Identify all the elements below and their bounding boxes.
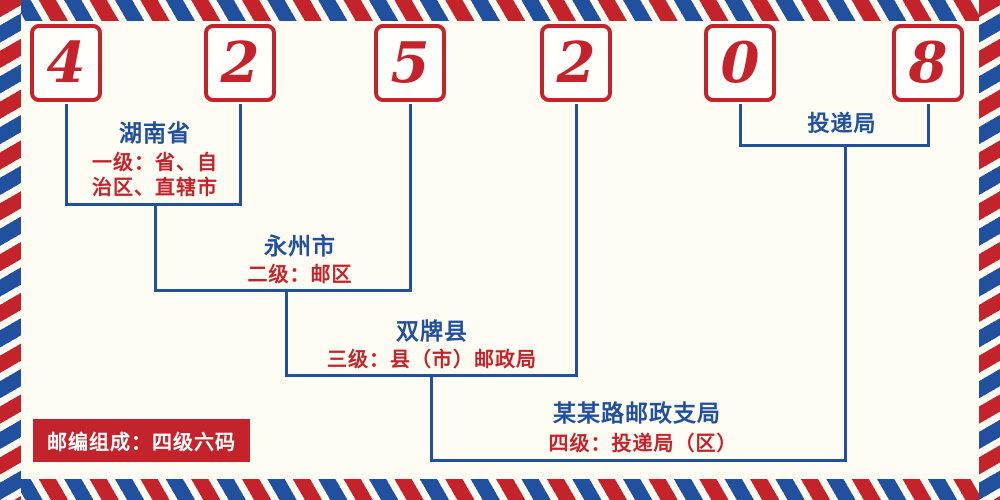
- level1-name: 湖南省: [119, 121, 191, 147]
- connector-level3-digit-vline: [575, 104, 578, 377]
- airmail-border-bottom: [0, 479, 1000, 500]
- airmail-border-top: [0, 0, 1000, 21]
- connector-level4-right-vline: [844, 144, 847, 462]
- airmail-border-right: [979, 0, 1000, 500]
- digit-box-6: 8: [892, 24, 964, 102]
- connector-level2-hang-vline: [154, 203, 157, 292]
- connector-level3-hang-vline: [285, 289, 288, 377]
- connector-delivery-hline: [739, 144, 930, 147]
- level1-desc-line2: 治区、直辖市: [92, 175, 218, 199]
- digit-box-3: 5: [374, 24, 446, 102]
- level2-desc: 二级：邮区: [247, 262, 353, 286]
- level1-desc-line1: 一级：省、自: [92, 150, 218, 174]
- connector-level1-left-vline: [65, 104, 68, 206]
- digit-box-2: 2: [204, 24, 276, 102]
- level3-desc: 三级：县（市）邮政局: [327, 347, 537, 371]
- level3-name: 双牌县: [396, 319, 468, 345]
- airmail-border-left: [0, 0, 21, 500]
- composition-badge: 邮编组成：四级六码: [33, 419, 250, 462]
- level4-desc: 四级：投递局（区）: [548, 431, 738, 455]
- digit-box-4: 2: [540, 24, 612, 102]
- connector-level2-hline: [154, 289, 412, 292]
- connector-level4-hang-vline: [430, 374, 433, 462]
- connector-delivery-left-vline: [739, 104, 742, 147]
- connector-delivery-right-vline: [927, 104, 930, 147]
- delivery-bureau-label: 投递局: [807, 112, 877, 137]
- connector-level1-hline: [65, 203, 242, 206]
- connector-level2-digit-vline: [409, 104, 412, 292]
- connector-level1-right-vline: [239, 104, 242, 206]
- digit-box-5: 0: [704, 24, 776, 102]
- level2-name: 永州市: [264, 234, 336, 260]
- connector-level4-hline: [430, 459, 847, 462]
- level4-name: 某某路邮政支局: [553, 401, 721, 427]
- digit-box-1: 4: [30, 24, 102, 102]
